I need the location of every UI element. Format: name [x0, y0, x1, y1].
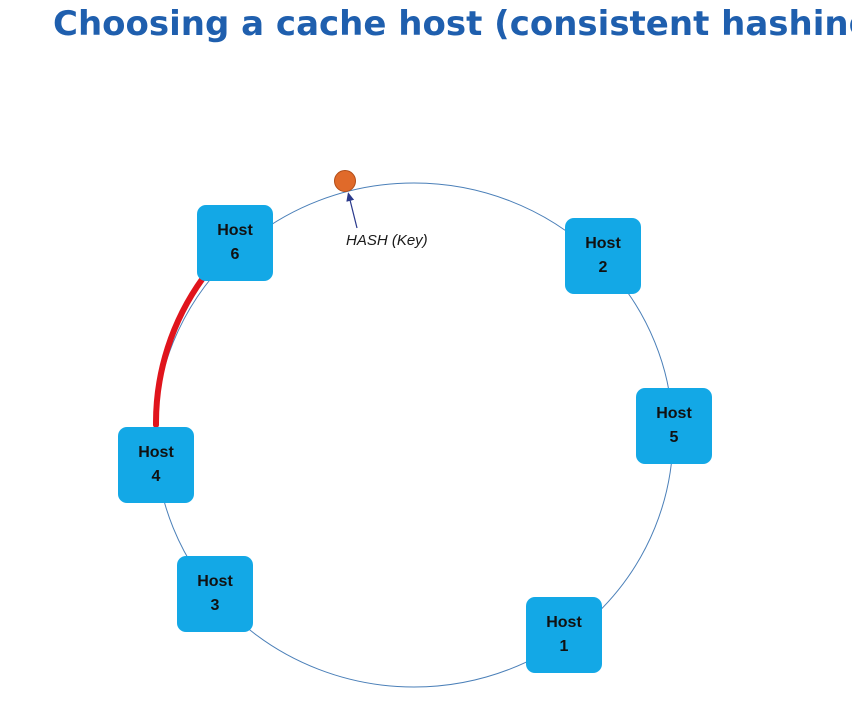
host-4-number: 4: [151, 468, 161, 485]
host-3-label: Host: [197, 573, 233, 590]
host-4-label: Host: [138, 444, 174, 461]
host-6-node: Host 6: [197, 205, 273, 281]
host-2-label: Host: [585, 235, 621, 252]
host-3-node: Host 3: [177, 556, 253, 632]
host-1-node: Host 1: [526, 597, 602, 673]
host-3-number: 3: [210, 597, 220, 614]
host-5-number: 5: [669, 429, 679, 446]
host-1-number: 1: [559, 638, 569, 655]
host-2-node: Host 2: [565, 218, 641, 294]
host-1-label: Host: [546, 614, 582, 631]
host-5-node: Host 5: [636, 388, 712, 464]
host-5-label: Host: [656, 405, 692, 422]
host-6-label: Host: [217, 222, 253, 239]
host-2-number: 2: [598, 259, 608, 276]
hash-key-label: HASH (Key): [346, 232, 428, 249]
page-title: Choosing a cache host (consistent hashin…: [53, 4, 852, 44]
host-4-node: Host 4: [118, 427, 194, 503]
hash-key-dot: [334, 170, 356, 192]
host-6-number: 6: [230, 246, 240, 263]
hash-arrow: [346, 192, 358, 229]
highlighted-arc: [152, 275, 206, 428]
